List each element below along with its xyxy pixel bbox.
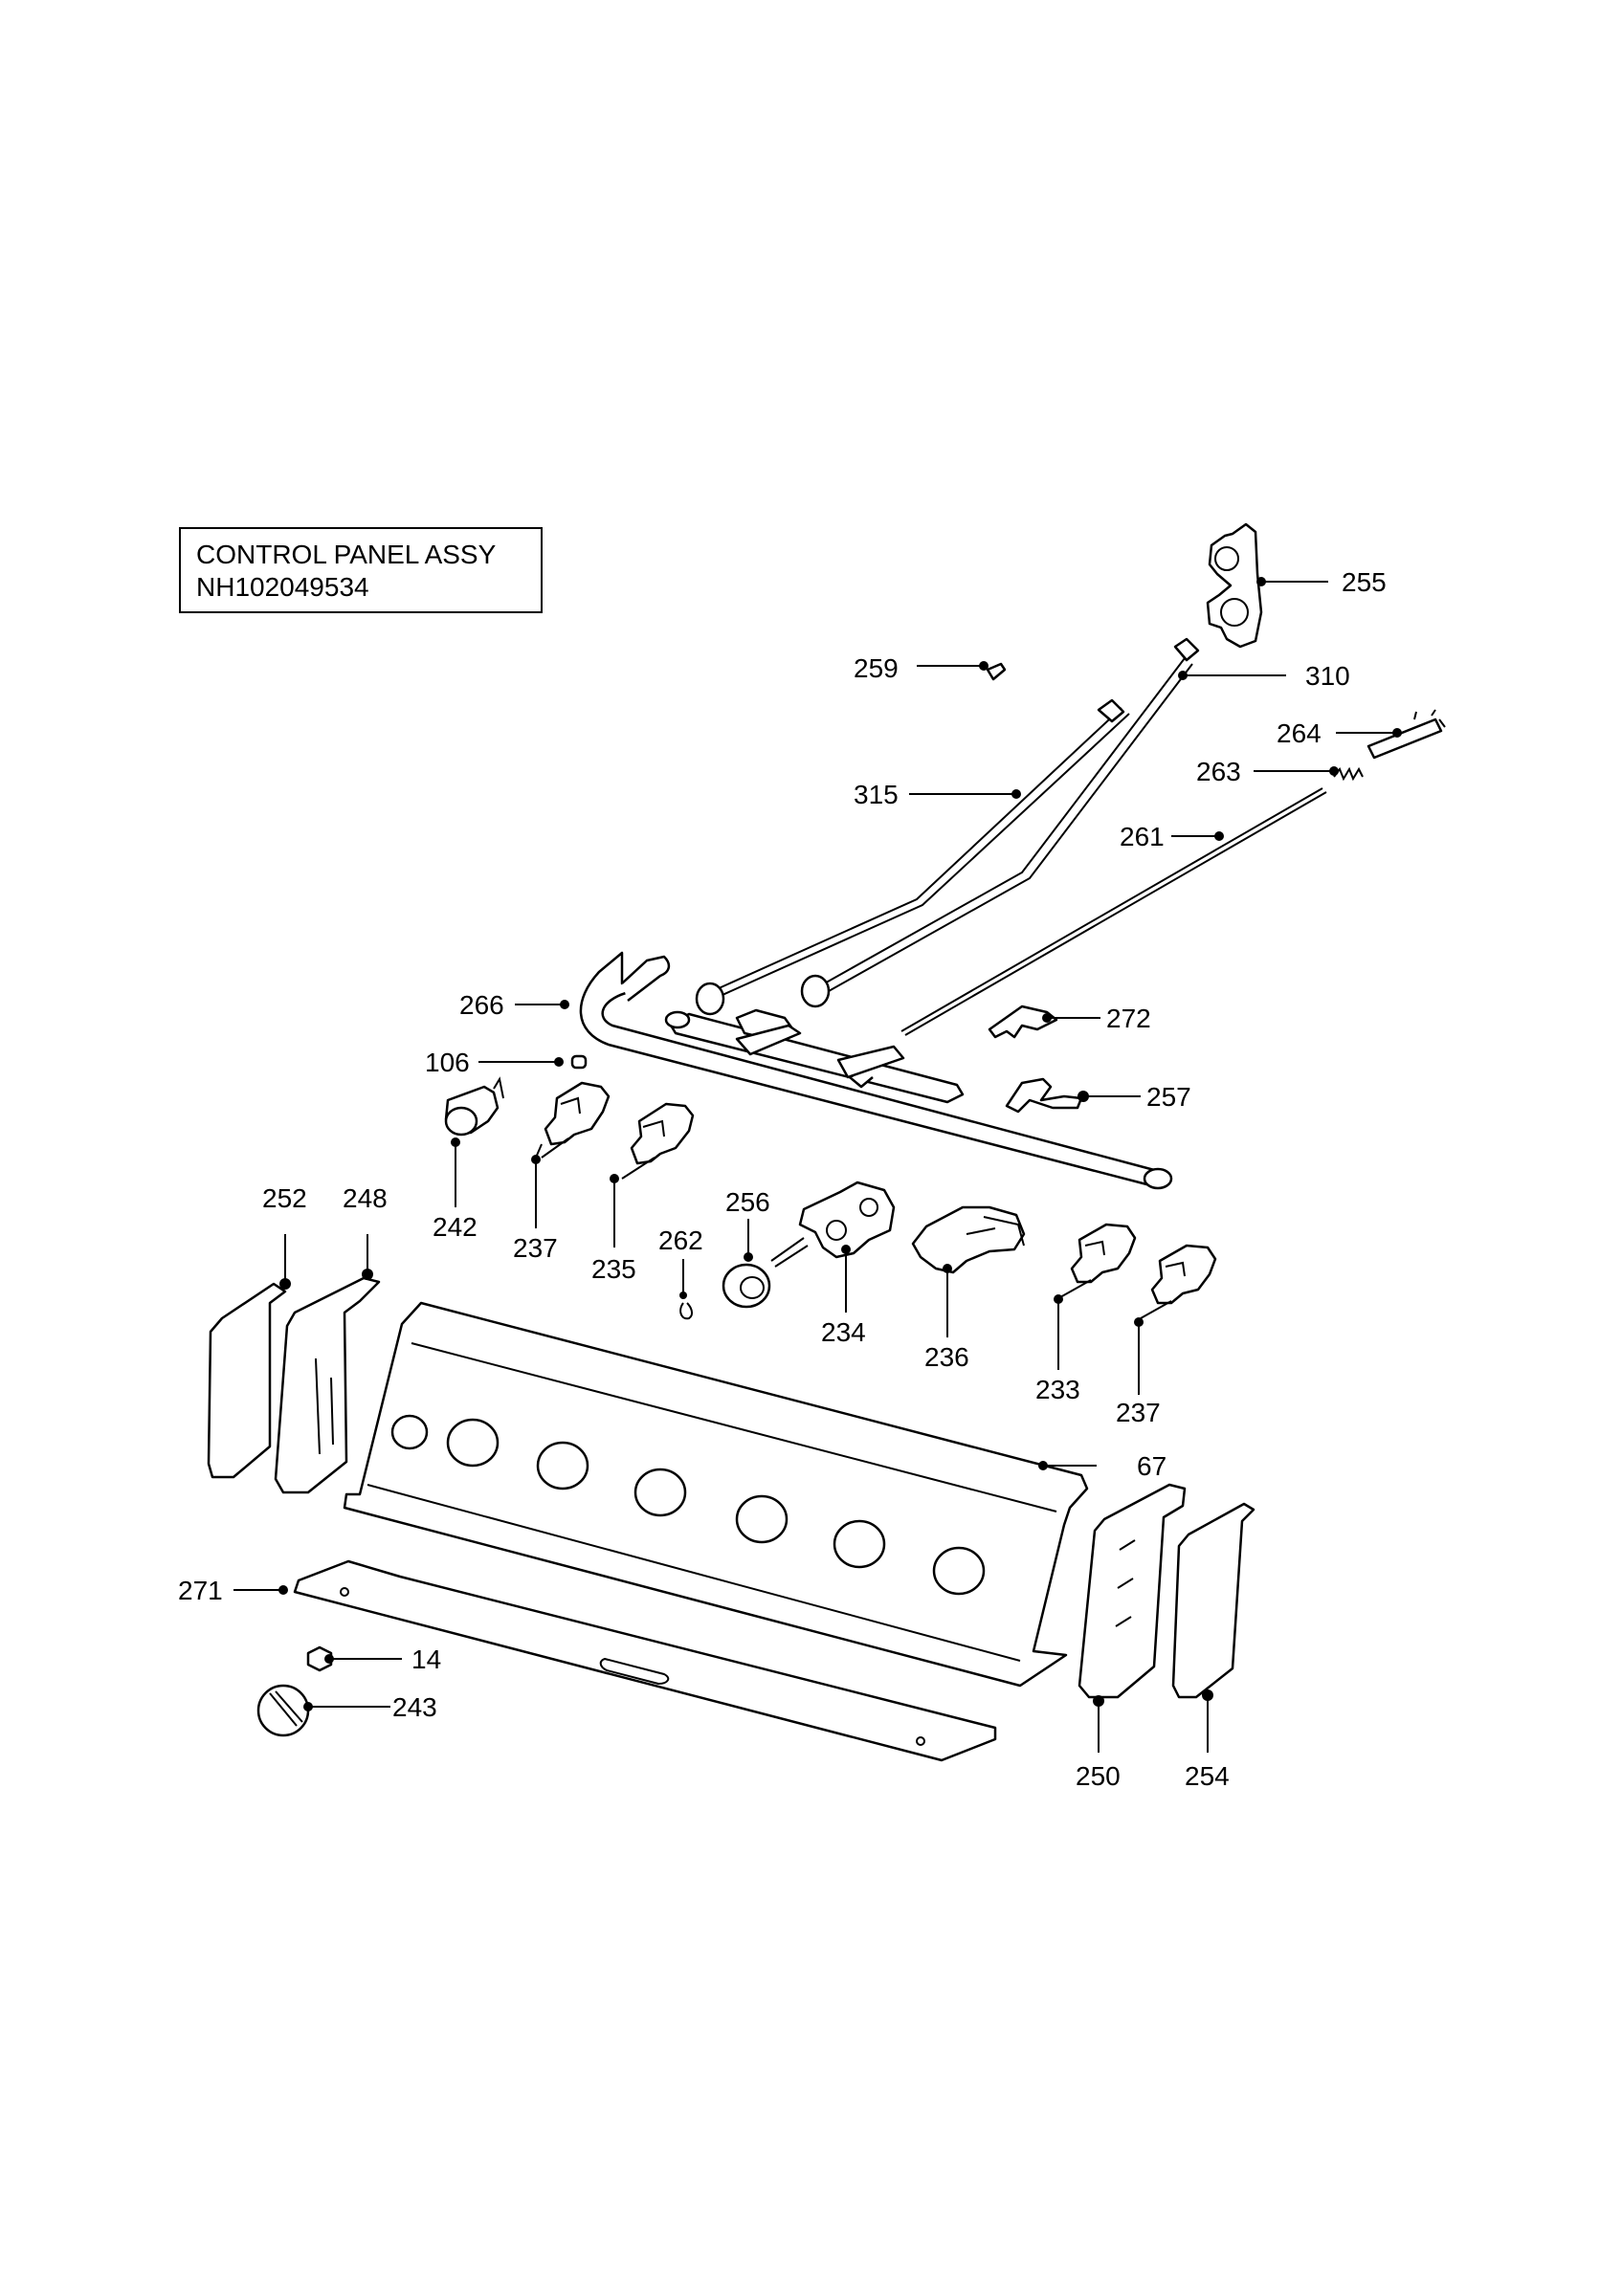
part-255-valve-block <box>1206 522 1263 649</box>
part-272-bracket <box>988 1004 1058 1039</box>
callout-236: 236 <box>924 1342 969 1372</box>
callout-237-right: 237 <box>1116 1398 1161 1427</box>
callout-262: 262 <box>658 1225 703 1255</box>
part-14-screw <box>306 1645 333 1672</box>
part-237-valve-left <box>535 1081 611 1159</box>
callout-256: 256 <box>725 1187 770 1217</box>
part-242-igniter <box>444 1076 504 1137</box>
part-264-rod-end <box>1366 709 1446 760</box>
callout-237-left: 237 <box>513 1233 558 1263</box>
part-106-grommet <box>570 1054 588 1070</box>
callout-242: 242 <box>433 1212 478 1242</box>
callout-14: 14 <box>411 1645 441 1674</box>
callout-250: 250 <box>1076 1761 1121 1791</box>
part-266-gas-manifold <box>579 951 1173 1190</box>
part-234-gas-valve <box>770 1181 896 1268</box>
callout-243: 243 <box>392 1692 437 1722</box>
part-262-hook <box>679 1302 694 1320</box>
part-243-control-knob <box>256 1684 310 1737</box>
callout-248: 248 <box>343 1183 388 1213</box>
assembly-part-number: NH102049534 <box>196 572 369 602</box>
part-236-gas-valve <box>911 1205 1026 1274</box>
callout-261: 261 <box>1120 822 1165 851</box>
callout-234: 234 <box>821 1317 866 1347</box>
callout-254: 254 <box>1185 1761 1230 1791</box>
callout-252: 252 <box>262 1183 307 1213</box>
part-256-knob-ring <box>722 1263 771 1309</box>
callout-315: 315 <box>854 780 899 809</box>
callout-67: 67 <box>1137 1451 1167 1481</box>
part-252-end-cap-left <box>207 1282 287 1479</box>
leader-lines <box>233 577 1402 1753</box>
assembly-title: CONTROL PANEL ASSY <box>196 540 497 569</box>
part-310-tube <box>800 637 1200 1008</box>
callout-235: 235 <box>591 1254 636 1284</box>
callout-257: 257 <box>1146 1082 1191 1112</box>
part-250-side-bracket-right <box>1078 1483 1187 1699</box>
part-259-clip <box>986 662 1007 681</box>
part-233-valve <box>1059 1223 1137 1298</box>
part-248-side-bracket-left <box>274 1276 381 1494</box>
callout-272: 272 <box>1106 1004 1151 1033</box>
part-67-control-panel <box>343 1301 1089 1688</box>
part-315-tube <box>695 698 1130 1016</box>
callout-259: 259 <box>854 653 899 683</box>
part-263-spring <box>1333 766 1364 782</box>
callout-233: 233 <box>1035 1375 1080 1404</box>
part-261-rod <box>900 787 1327 1036</box>
callout-266: 266 <box>459 990 504 1020</box>
part-237-valve-right <box>1140 1244 1217 1319</box>
part-257-clamp <box>1005 1077 1083 1114</box>
callout-106: 106 <box>425 1048 470 1077</box>
part-235-valve <box>621 1102 695 1180</box>
callout-310: 310 <box>1305 661 1350 691</box>
callout-labels: 255 259 310 264 263 315 261 266 272 106 … <box>178 567 1387 1791</box>
callout-263: 263 <box>1196 757 1241 786</box>
callout-255: 255 <box>1342 567 1387 597</box>
callout-264: 264 <box>1277 718 1322 748</box>
part-271-trim-strip <box>293 1559 997 1762</box>
part-254-end-cap-right <box>1171 1502 1255 1699</box>
callout-271: 271 <box>178 1576 223 1605</box>
assembly-title-box: CONTROL PANEL ASSY NH102049534 <box>179 527 543 613</box>
